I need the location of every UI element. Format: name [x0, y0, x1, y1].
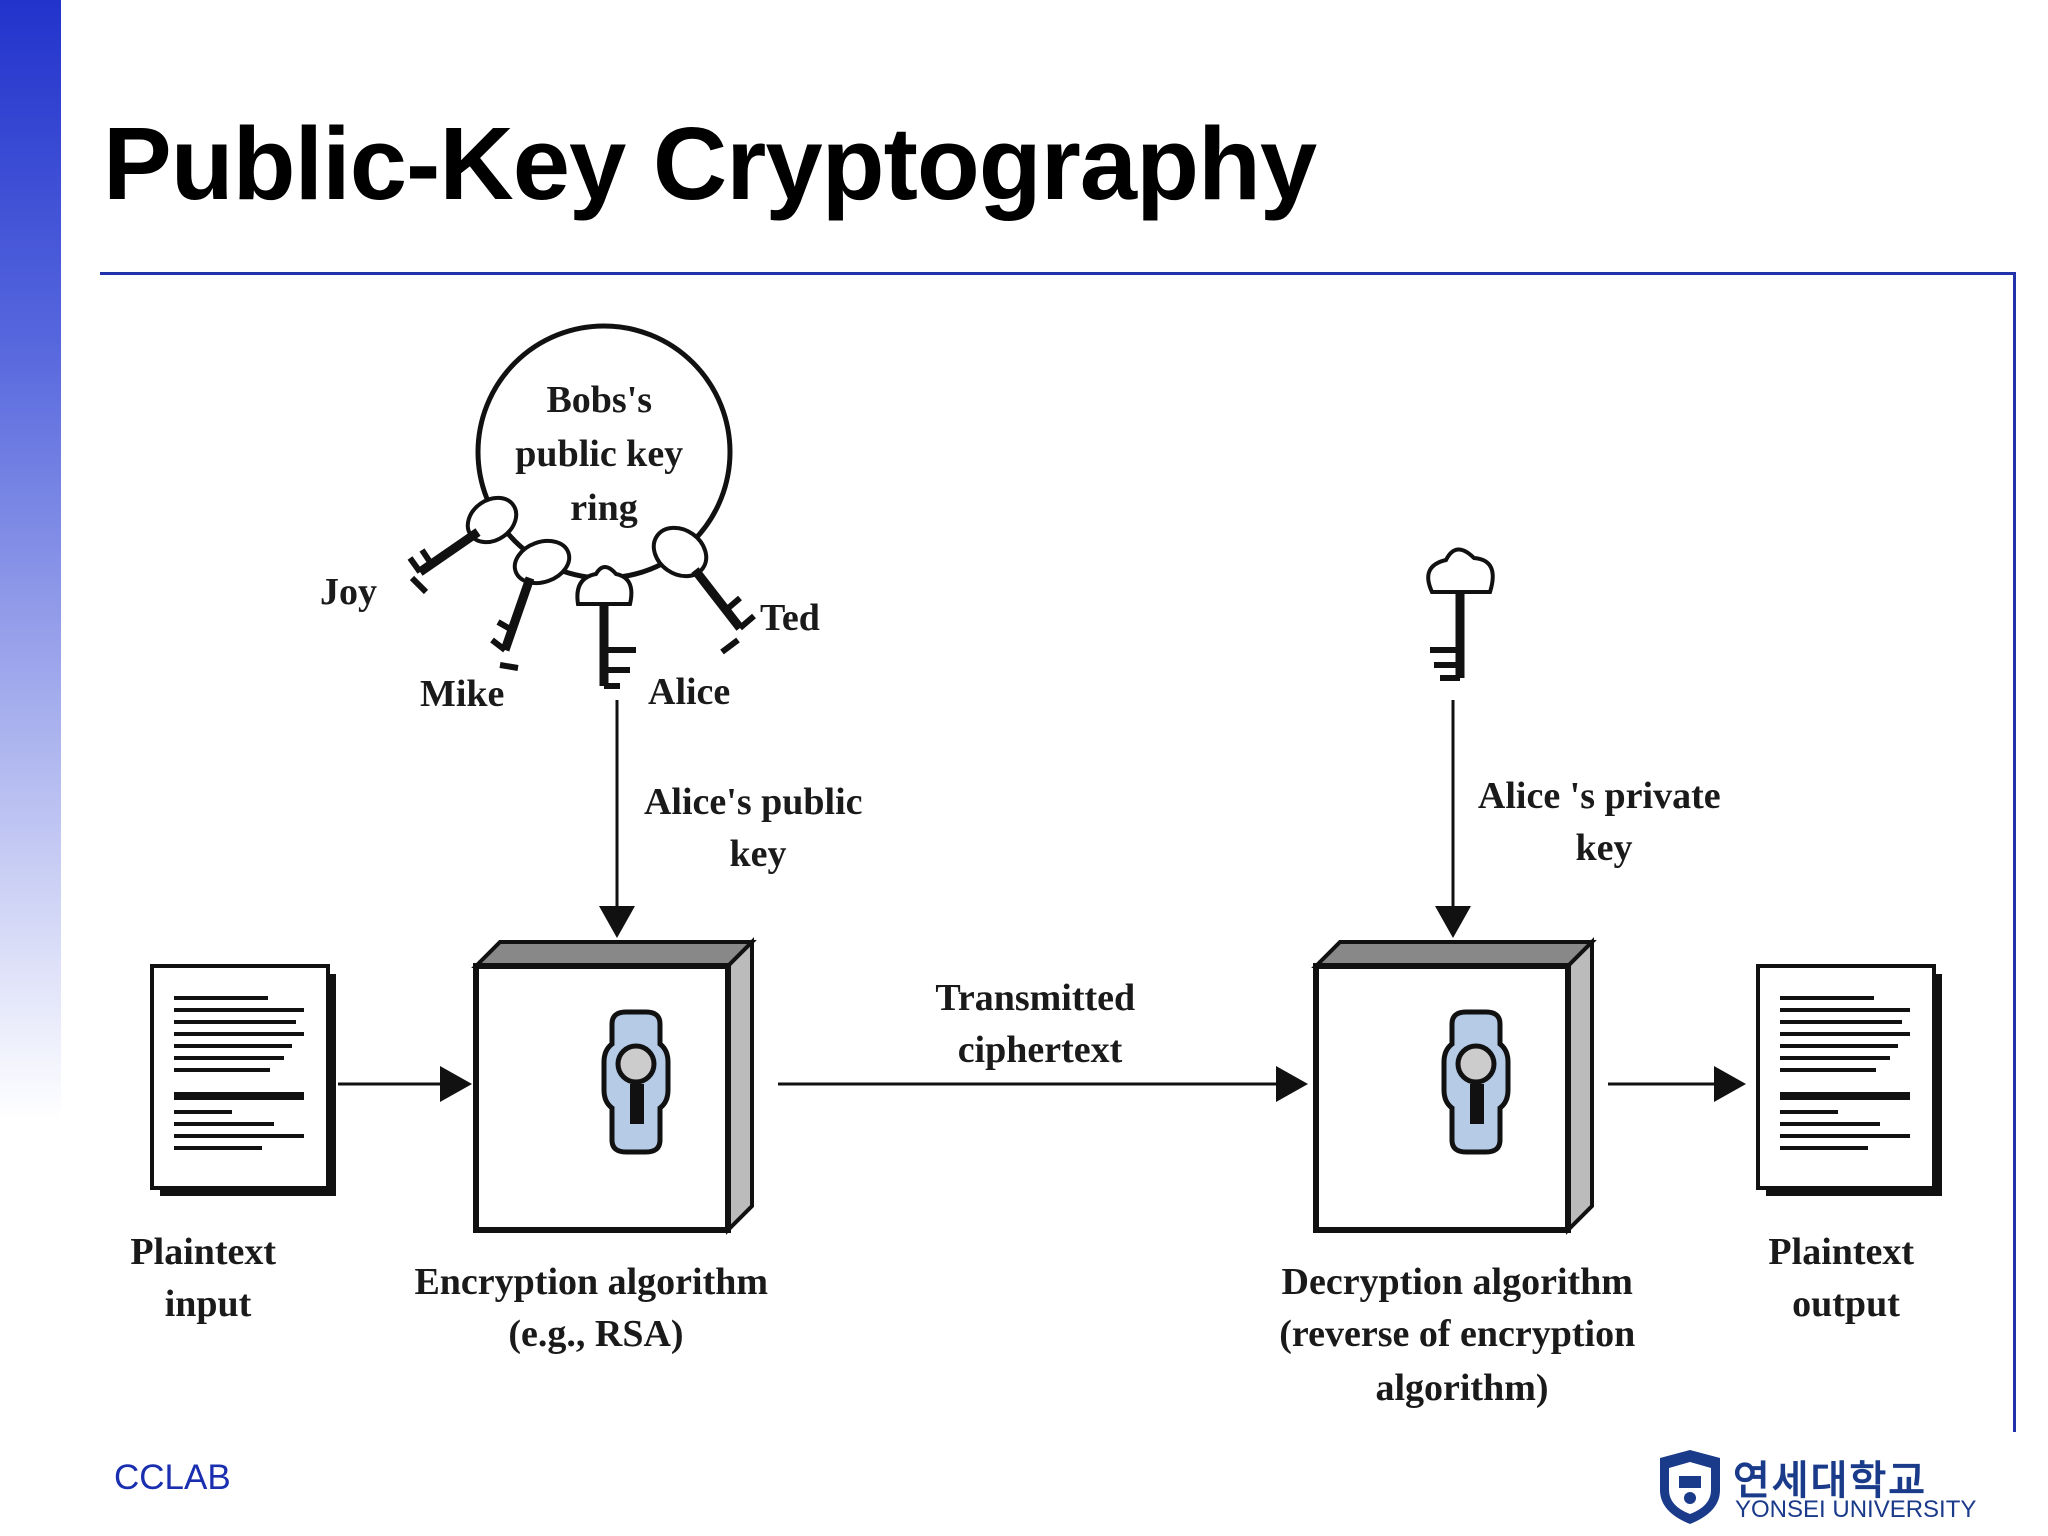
plaintext-output-document-icon: [1756, 964, 1942, 1196]
private-key-icon: [1426, 547, 1495, 681]
encryption-keyhole-icon: [601, 1009, 671, 1155]
alice-private-key-line-1: Alice 's private: [1478, 775, 1721, 817]
key-ring-line-1: Bobs's: [546, 379, 652, 421]
key-ring-line-2: public key: [515, 433, 683, 475]
joy-key-icon: [407, 495, 519, 595]
mike-label: Mike: [420, 673, 504, 715]
alice-label: Alice: [648, 671, 730, 713]
key-ring-label: Bobs's public key ring: [515, 379, 692, 529]
footer-cclab: CCLAB: [114, 1458, 231, 1497]
public-key-arrowhead: [599, 906, 635, 938]
plaintext-output-label: Plaintext output: [1768, 1231, 1923, 1325]
alice-private-key-label: Alice 's private key: [1478, 775, 1730, 869]
alice-public-key-line-2: key: [730, 833, 787, 875]
encryption-line-1: Encryption algorithm: [414, 1261, 768, 1303]
alice-public-key-label: Alice's public key: [644, 781, 872, 875]
plaintext-input-line-1: Plaintext: [130, 1231, 276, 1273]
sidebar-gradient: [0, 0, 61, 1120]
alice-private-key-line-2: key: [1576, 827, 1633, 869]
output-arrowhead: [1714, 1066, 1746, 1102]
joy-label: Joy: [320, 571, 377, 613]
encryption-box-icon: [471, 937, 757, 1235]
key-ring-line-3: ring: [570, 487, 638, 529]
decryption-box-icon: [1311, 937, 1597, 1235]
transmitted-ciphertext-label: Transmitted ciphertext: [935, 977, 1144, 1071]
decryption-line-3: algorithm): [1375, 1367, 1548, 1409]
plaintext-input-line-2: input: [165, 1283, 252, 1325]
decryption-line-2: (reverse of encryption: [1279, 1313, 1635, 1355]
ciphertext-arrowhead: [1276, 1066, 1308, 1102]
logo-english-text: YONSEI UNIVERSITY: [1735, 1496, 1977, 1523]
encryption-label: Encryption algorithm (e.g., RSA): [414, 1261, 777, 1355]
transmitted-line-2: ciphertext: [958, 1029, 1123, 1071]
encryption-line-2: (e.g., RSA): [508, 1313, 683, 1355]
shield-icon: [1660, 1450, 1720, 1524]
horizontal-divider: [100, 272, 2015, 275]
plaintext-input-label: Plaintext input: [130, 1231, 285, 1325]
ted-key-icon: [651, 525, 756, 655]
yonsei-logo: 연세대학교 YONSEI UNIVERSITY: [1655, 1448, 1985, 1526]
page-title: Public-Key Cryptography: [103, 106, 1317, 221]
vertical-divider: [2013, 272, 2016, 1432]
logo-korean-text: 연세대학교: [1733, 1459, 1927, 1503]
alice-key-icon: [575, 565, 636, 689]
plaintext-output-line-2: output: [1792, 1283, 1900, 1325]
plaintext-output-line-1: Plaintext: [1768, 1231, 1914, 1273]
transmitted-line-1: Transmitted: [935, 977, 1135, 1019]
mike-key-icon: [490, 538, 572, 671]
plaintext-input-document-icon: [150, 964, 336, 1196]
decryption-keyhole-icon: [1441, 1009, 1511, 1155]
private-key-arrowhead: [1435, 906, 1471, 938]
decryption-line-1: Decryption algorithm: [1282, 1261, 1633, 1303]
ted-label: Ted: [760, 597, 820, 639]
input-arrowhead: [440, 1066, 472, 1102]
decryption-label: Decryption algorithm (reverse of encrypt…: [1279, 1261, 1644, 1409]
alice-public-key-line-1: Alice's public: [644, 781, 863, 823]
